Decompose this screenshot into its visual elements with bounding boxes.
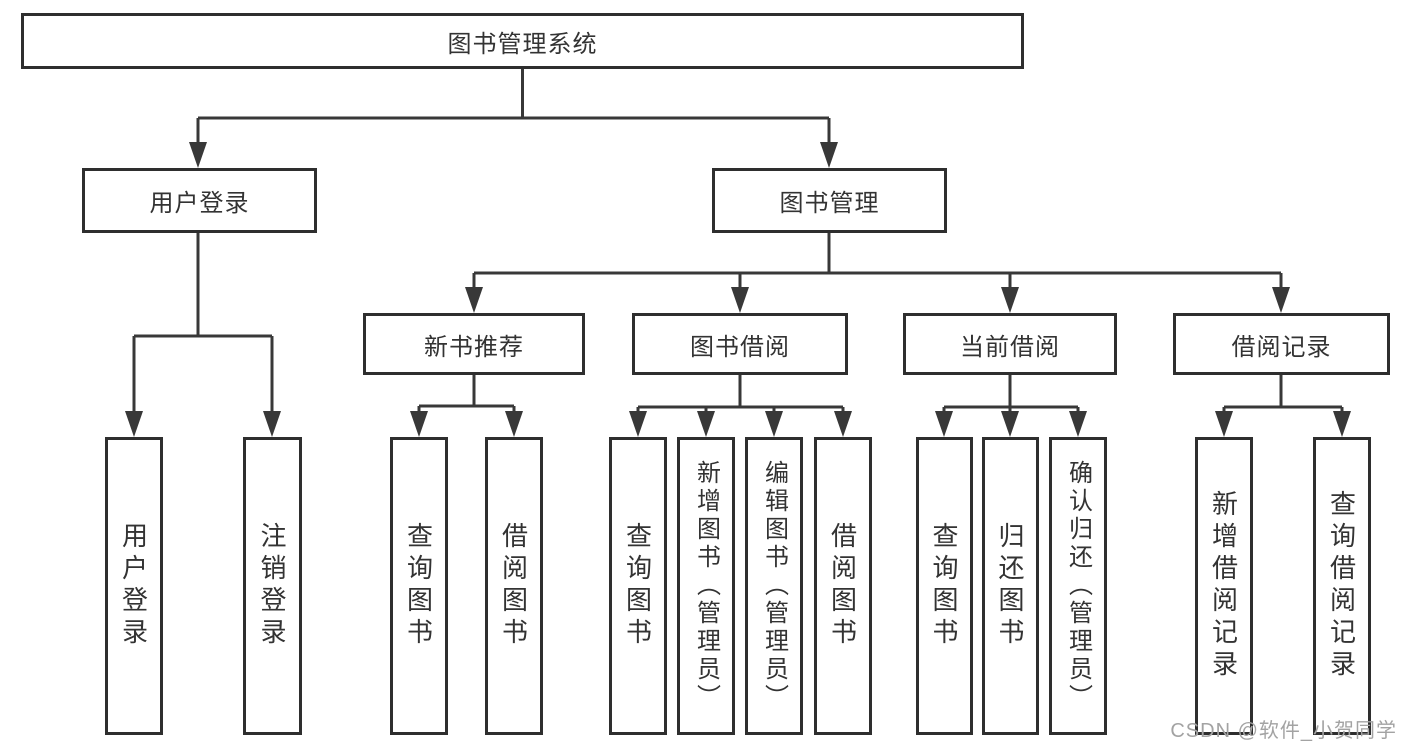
- node-label: 归还图书: [995, 522, 1025, 650]
- leaf-query-book-recommend: 查询图书: [390, 437, 448, 735]
- node-current-borrow: 当前借阅: [903, 313, 1117, 375]
- connector-user-login-to-leaves: [132, 233, 274, 415]
- node-borrow-record: 借阅记录: [1173, 313, 1390, 375]
- arrowhead-icon: [697, 411, 715, 437]
- arrowhead-icon: [820, 142, 838, 168]
- arrowhead-icon: [189, 142, 207, 168]
- arrowhead-icon: [1272, 287, 1290, 313]
- node-label: 借阅记录: [1231, 333, 1332, 361]
- leaf-borrow-book: 借阅图书: [814, 437, 872, 735]
- leaf-edit-book-admin: 编辑图书（管理员）: [745, 437, 803, 735]
- node-label: 新增借阅记录: [1208, 490, 1239, 682]
- leaf-query-book-borrow: 查询图书: [609, 437, 667, 735]
- arrowhead-icon: [505, 411, 523, 437]
- leaf-query-borrow-record: 查询借阅记录: [1313, 437, 1371, 735]
- arrowhead-icon: [1001, 287, 1019, 313]
- arrowhead-icon: [1333, 411, 1351, 437]
- connector-root-to-level2: [196, 68, 831, 146]
- node-book-management: 图书管理: [712, 168, 947, 233]
- node-label: 编辑图书（管理员）: [760, 460, 788, 712]
- arrowhead-icon: [1215, 411, 1233, 437]
- arrowhead-icon: [1069, 411, 1087, 437]
- connector-book-mgmt-to-level3: [472, 233, 1283, 292]
- leaf-borrow-book-recommend: 借阅图书: [485, 437, 543, 735]
- arrowhead-icon: [834, 411, 852, 437]
- leaf-query-book-current: 查询图书: [916, 437, 973, 735]
- node-label: 用户登录: [149, 190, 250, 217]
- node-book-borrow: 图书借阅: [632, 313, 848, 375]
- node-label: 当前借阅: [960, 333, 1060, 361]
- node-new-book-recommend: 新书推荐: [363, 313, 585, 375]
- arrowheads: [125, 142, 1351, 437]
- node-user-login: 用户登录: [82, 168, 317, 233]
- leaf-confirm-return-admin: 确认归还（管理员）: [1049, 437, 1107, 735]
- leaf-add-borrow-record: 新增借阅记录: [1195, 437, 1253, 735]
- node-label: 用户登录: [118, 522, 149, 650]
- node-label: 图书管理: [779, 190, 880, 217]
- arrowhead-icon: [465, 287, 483, 313]
- node-label: 借阅图书: [827, 522, 858, 650]
- node-label: 借阅图书: [498, 522, 529, 650]
- node-label: 注销登录: [257, 522, 287, 650]
- arrowhead-icon: [410, 411, 428, 437]
- node-label: 新书推荐: [424, 333, 524, 361]
- leaf-add-book-admin: 新增图书（管理员）: [677, 437, 735, 735]
- connector-current-borrow-to-leaves: [942, 374, 1080, 415]
- leaf-user-login: 用户登录: [105, 437, 163, 735]
- node-library-management-system: 图书管理系统: [21, 13, 1024, 69]
- arrowhead-icon: [629, 411, 647, 437]
- leaf-logout: 注销登录: [243, 437, 302, 735]
- leaf-return-book: 归还图书: [982, 437, 1039, 735]
- arrowhead-icon: [935, 411, 953, 437]
- connector-book-borrow-to-leaves: [636, 374, 845, 415]
- arrowhead-icon: [1001, 411, 1019, 437]
- node-label: 查询借阅记录: [1326, 490, 1357, 682]
- node-label: 图书管理系统: [447, 30, 598, 58]
- node-label: 查询图书: [403, 522, 434, 650]
- arrowhead-icon: [765, 411, 783, 437]
- node-label: 确认归还（管理员）: [1064, 460, 1092, 712]
- node-label: 图书借阅: [690, 333, 790, 361]
- node-label: 查询图书: [622, 522, 653, 650]
- arrowhead-icon: [263, 411, 281, 437]
- node-label: 查询图书: [929, 522, 959, 650]
- arrowhead-icon: [125, 411, 143, 437]
- connector-borrow-record-to-leaves: [1222, 374, 1344, 415]
- arrowhead-icon: [731, 287, 749, 313]
- connector-new-book-rec-to-leaves: [417, 374, 516, 415]
- node-label: 新增图书（管理员）: [692, 460, 720, 712]
- csdn-watermark: CSDN @软件_小贺同学: [1170, 720, 1397, 742]
